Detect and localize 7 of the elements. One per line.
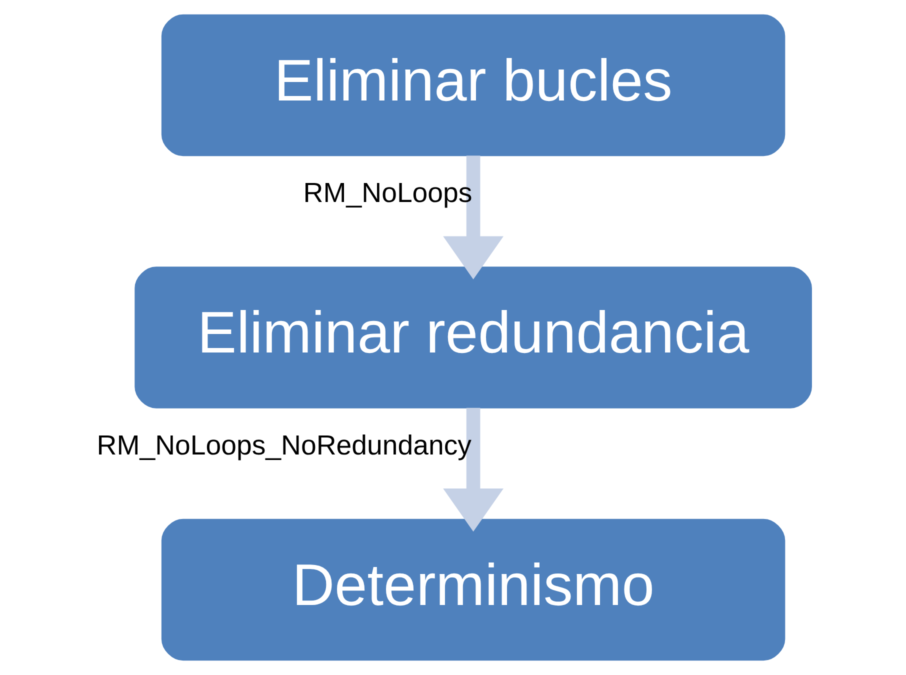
node-box: Eliminar redundancia bbox=[134, 266, 812, 408]
arrow bbox=[443, 408, 504, 532]
edge-label: RM_NoLoops bbox=[303, 176, 472, 208]
edge-label: RM_NoLoops_NoRedundancy bbox=[96, 429, 472, 460]
arrow bbox=[443, 156, 504, 280]
node-box: Eliminar bucles bbox=[161, 14, 786, 156]
node-box: Determinismo bbox=[161, 518, 786, 661]
